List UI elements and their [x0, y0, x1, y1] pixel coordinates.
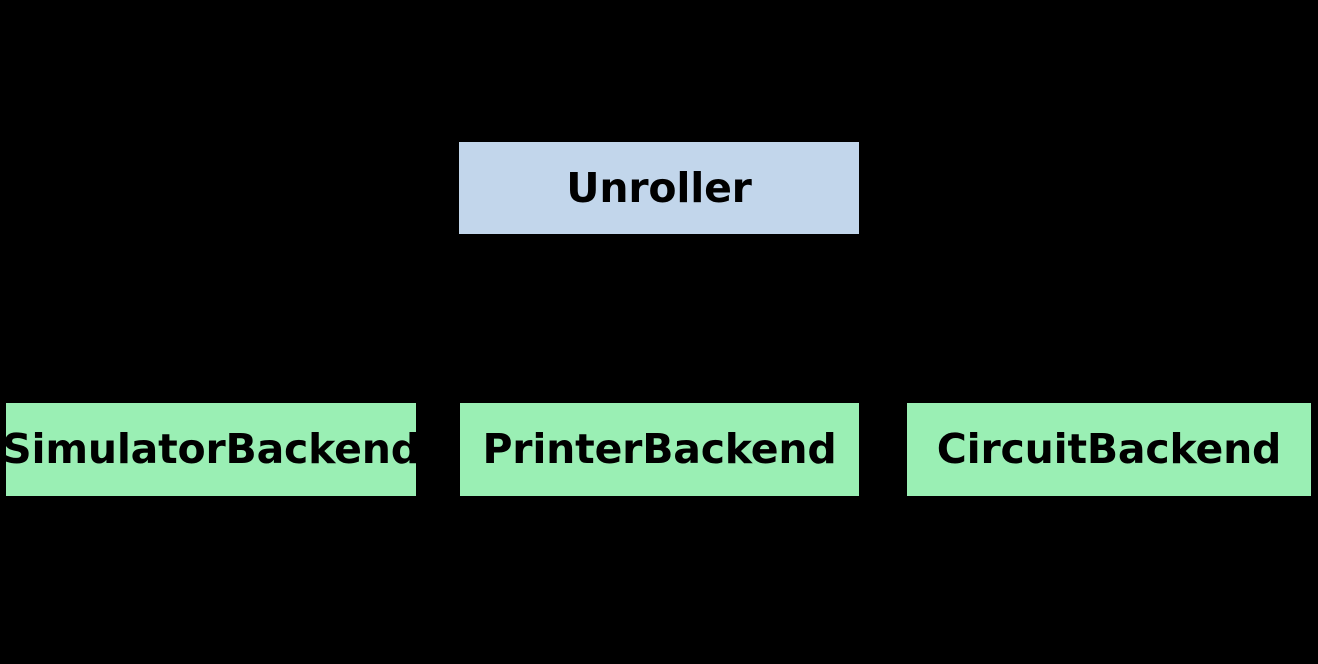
class-node-circuitbackend[interactable]: CircuitBackend: [905, 401, 1313, 498]
class-node-unroller-label: Unroller: [566, 163, 752, 212]
edge-simulatorbackend-unroller: [210, 243, 526, 401]
edge-circuitbackend-unroller: [787, 243, 1109, 401]
class-node-printerbackend[interactable]: PrinterBackend: [458, 401, 861, 498]
class-node-unroller[interactable]: Unroller: [457, 140, 861, 236]
class-node-simulatorbackend-label: SimulatorBackend: [2, 425, 420, 473]
class-node-printerbackend-label: PrinterBackend: [482, 425, 837, 473]
class-node-circuitbackend-label: CircuitBackend: [936, 425, 1282, 473]
class-node-simulatorbackend[interactable]: SimulatorBackend: [2, 401, 420, 498]
